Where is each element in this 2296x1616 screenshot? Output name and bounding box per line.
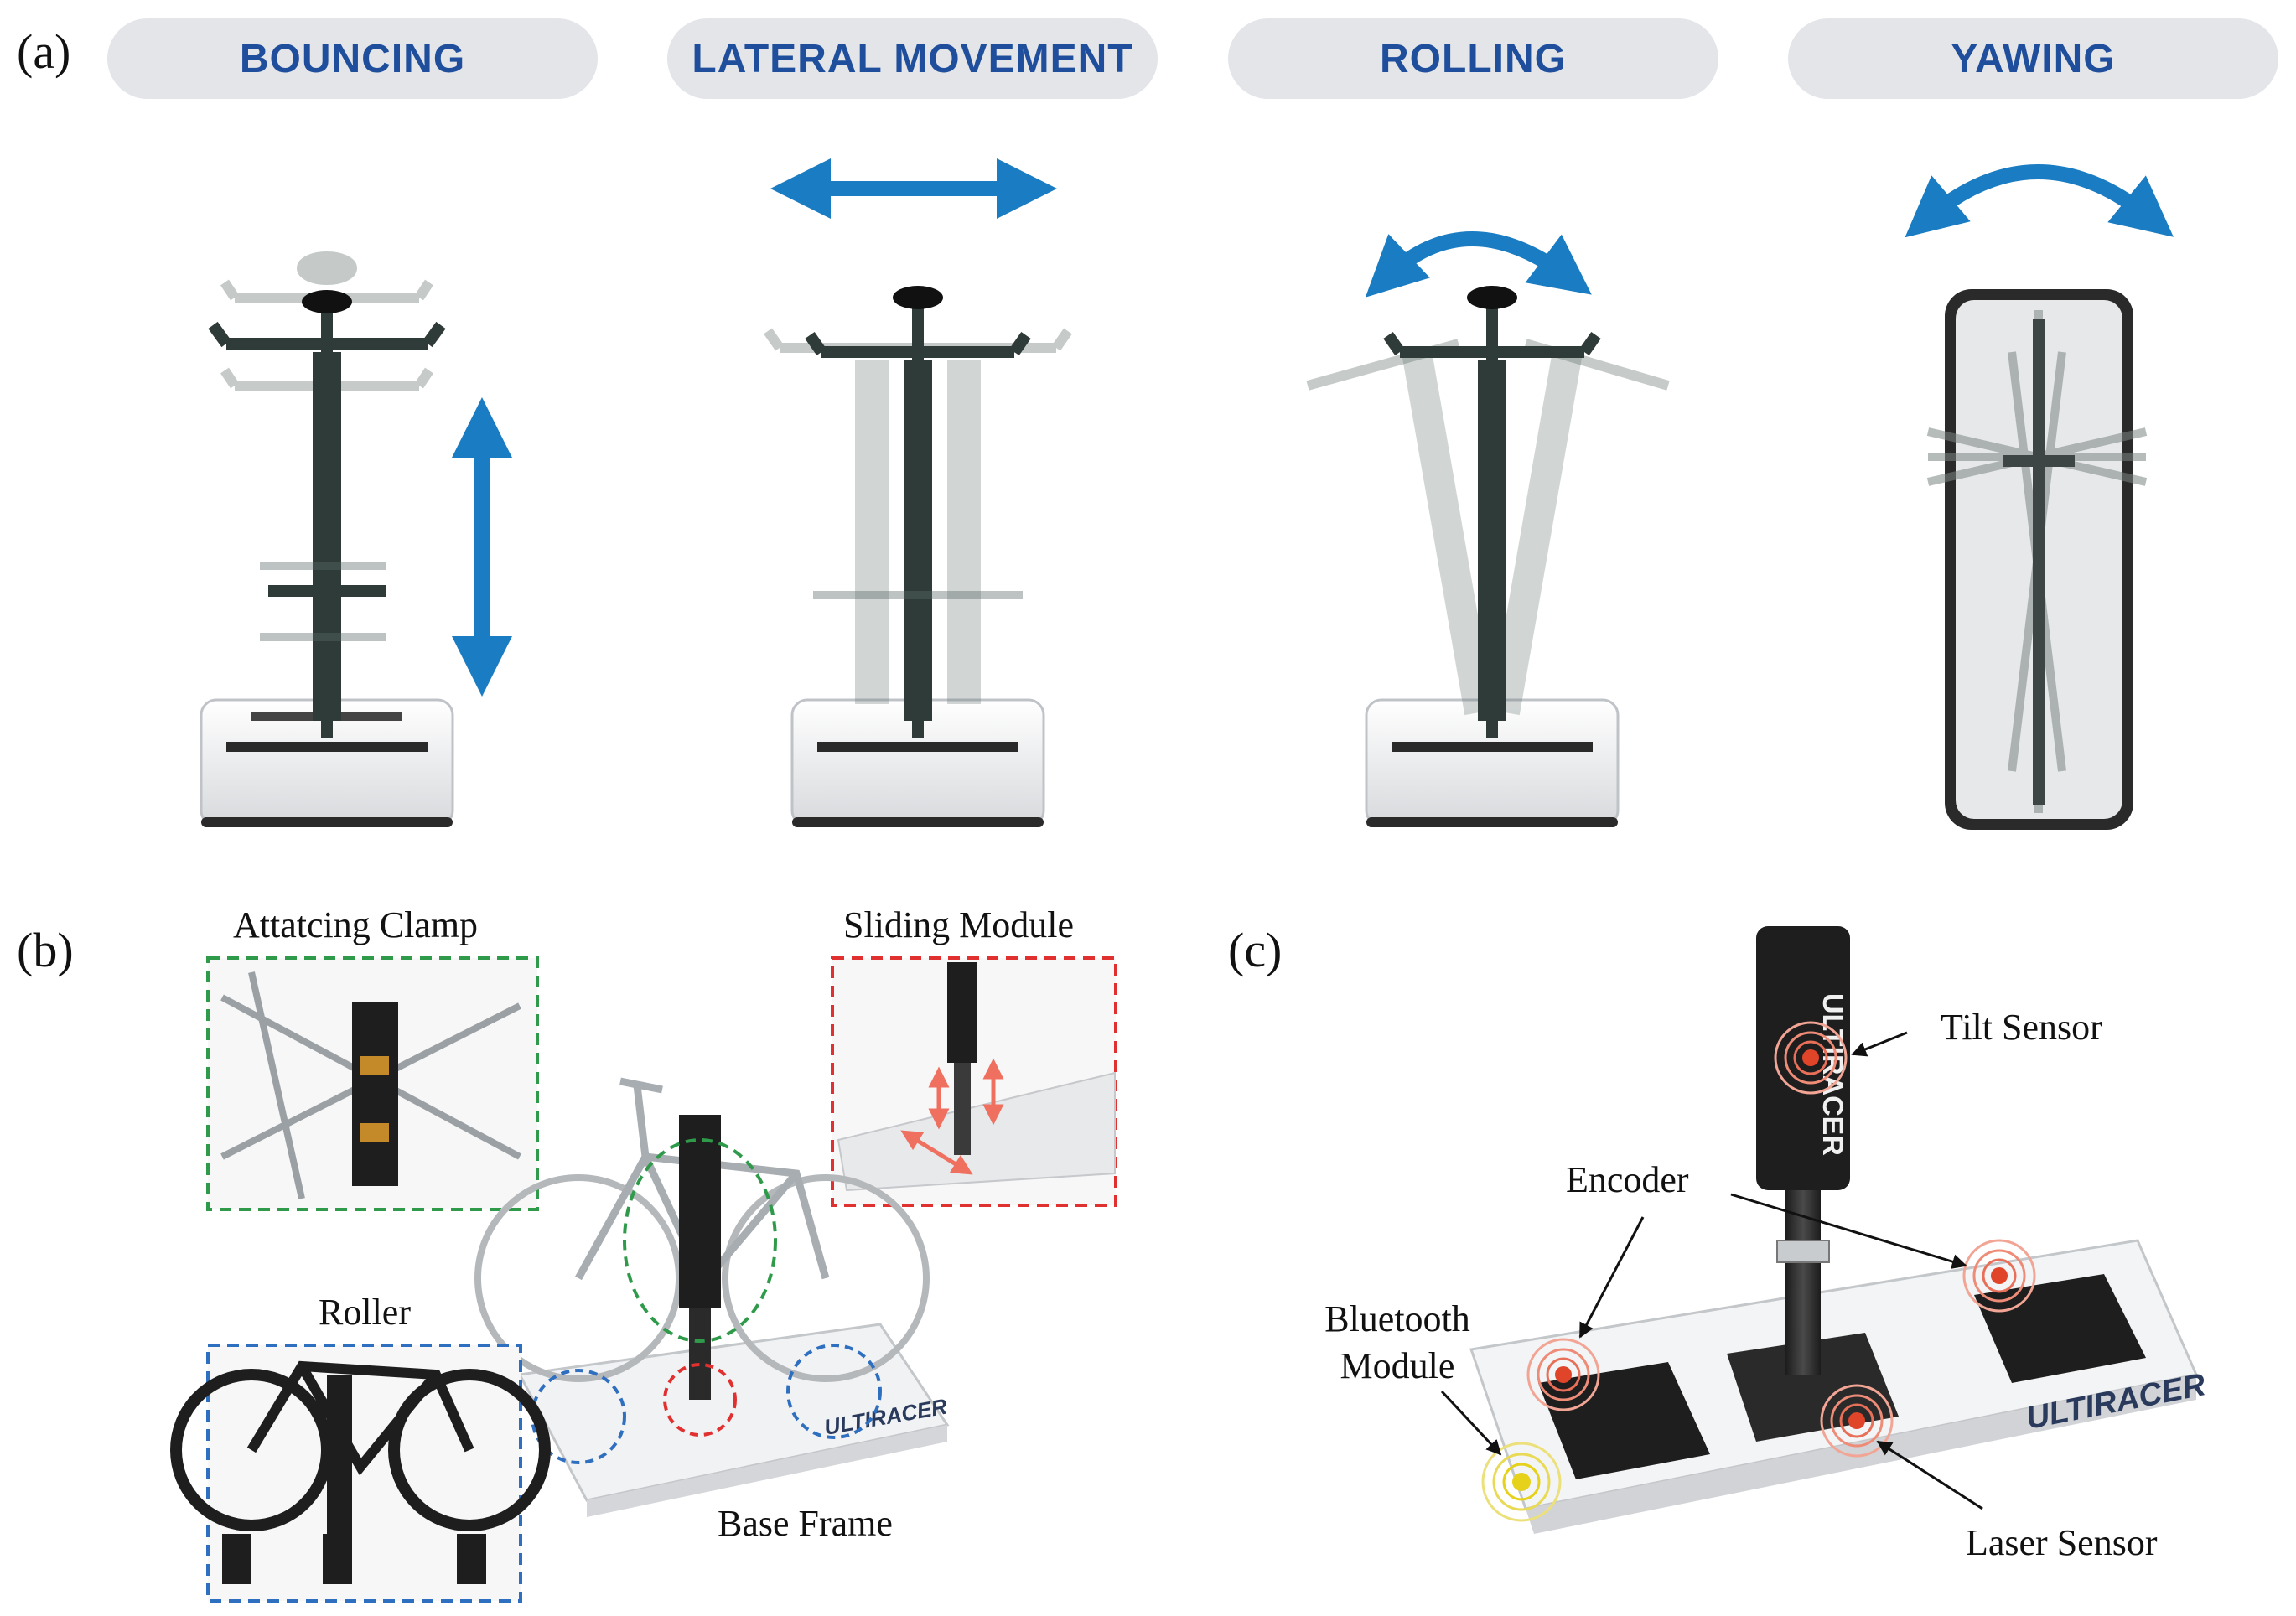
label-bluetooth-line1: Bluetooth [1324, 1298, 1470, 1339]
encoder-left-marker [1526, 1338, 1600, 1411]
label-roller: Roller [319, 1292, 411, 1333]
label-bluetooth-line2: Module [1340, 1345, 1455, 1386]
pill-yawing: YAWING [1788, 18, 2278, 99]
bluetooth-leader-arrow [1440, 1390, 1502, 1456]
roller-closeup-inset [170, 1344, 551, 1603]
yawing-bike-illustration [1905, 164, 2174, 830]
encoder-right-marker [1962, 1239, 2036, 1313]
clamp-closeup-inset [206, 956, 539, 1211]
laser-sensor-marker [1820, 1384, 1894, 1458]
encoder-right-arrow [1730, 1193, 1967, 1269]
label-base-frame: Base Frame [718, 1503, 893, 1544]
label-laser-sensor: Laser Sensor [1966, 1522, 2158, 1563]
encoder-left-arrow [1578, 1216, 1645, 1339]
pole-brand-text: ULTIRACER [1817, 993, 1848, 1156]
pill-rolling: ROLLING [1228, 18, 1718, 99]
panel-b-letter: (b) [17, 923, 74, 977]
label-attaching-clamp: Attatcing Clamp [233, 904, 479, 945]
label-encoder: Encoder [1566, 1159, 1689, 1200]
panel-c-letter: (c) [1228, 923, 1283, 977]
lateral-bike-illustration [764, 158, 1072, 827]
tilt-leader-arrow [1851, 1031, 1908, 1057]
panel-a-letter: (a) [17, 24, 71, 79]
tilt-sensor-marker [1774, 1021, 1848, 1095]
laser-leader-arrow [1876, 1440, 1983, 1510]
bluetooth-module-marker [1481, 1442, 1562, 1522]
label-sliding-module: Sliding Module [843, 904, 1075, 945]
pill-bouncing: BOUNCING [107, 18, 598, 99]
sliding-module-inset [831, 956, 1117, 1207]
sensor-platform-illustration: ULTIRACER ULTIRACER [1440, 926, 2209, 1534]
base-frame-bike-illustration: ULTIRACER [474, 1077, 950, 1517]
label-tilt-sensor: Tilt Sensor [1941, 1007, 2102, 1048]
pill-lateral-movement: LATERAL MOVEMENT [667, 18, 1158, 99]
rolling-bike-illustration [1306, 231, 1670, 827]
bouncing-bike-illustration [200, 251, 512, 827]
